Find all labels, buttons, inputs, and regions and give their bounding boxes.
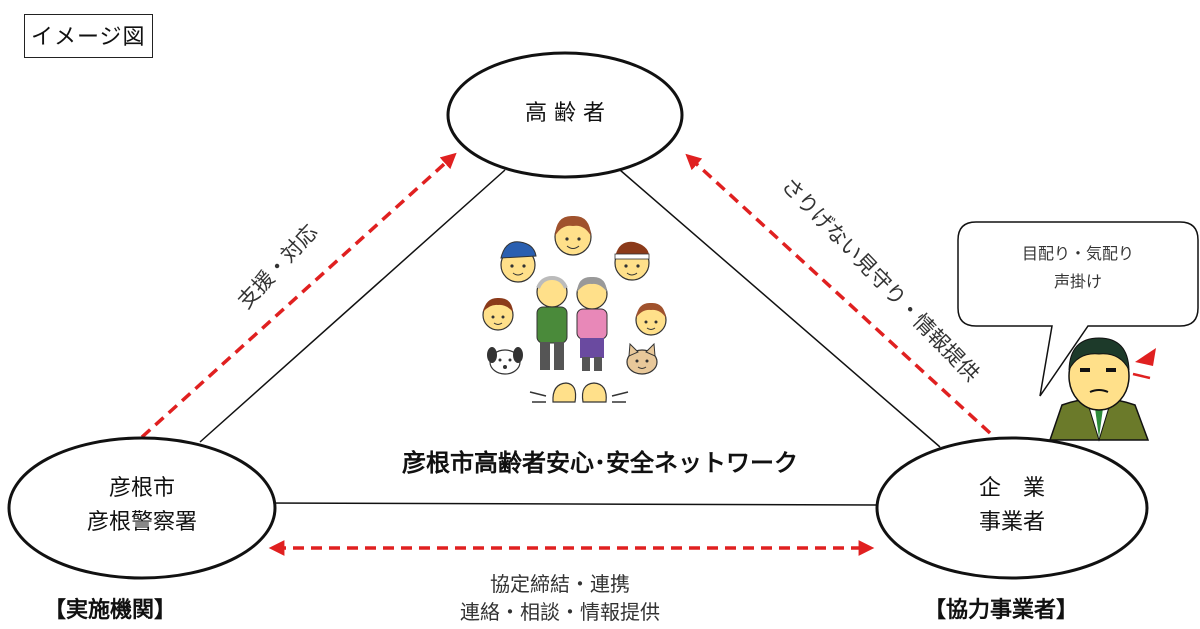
business-label-line1: 企 業	[978, 476, 1045, 501]
agreement-label: 協定締結・連携 連絡・相談・情報提供	[380, 570, 740, 626]
diagram-title: イメージ図	[24, 14, 153, 58]
speech-bubble-text: 目配り・気配り 声掛け	[960, 240, 1196, 296]
agreement-label-line1: 協定締結・連携	[490, 572, 630, 596]
business-role-label: 【協力事業者】	[924, 598, 1079, 623]
agreement-label-line2: 連絡・相談・情報提供	[460, 600, 660, 624]
woman-icon	[554, 215, 592, 256]
business-node	[875, 436, 1149, 580]
boy-with-cap-icon	[500, 241, 537, 283]
community-illustration	[482, 215, 667, 403]
elderly-node	[446, 51, 684, 179]
city-label: 彦根市 彦根警察署	[42, 472, 242, 540]
elderly-man-icon	[536, 275, 568, 370]
dog-icon	[487, 347, 523, 375]
business-label: 企 業 事業者	[912, 472, 1112, 540]
elderly-label: 高 齢 者	[525, 101, 605, 126]
city-role-label: 【実施機関】	[44, 598, 177, 623]
city-label-line1: 彦根市	[108, 476, 175, 501]
clapping-hands-icon	[529, 382, 629, 403]
city-node	[7, 436, 277, 580]
city-label-line2: 彦根警察署	[86, 510, 197, 535]
network-name: 彦根市高齢者安心･安全ネットワーク	[402, 449, 798, 477]
elderly-woman-icon	[576, 276, 608, 371]
kid-left-icon	[482, 297, 514, 331]
speech-bubble-line2: 声掛け	[1053, 272, 1102, 291]
edge-elderly-business	[619, 169, 941, 448]
businessman-figure-icon	[1048, 337, 1156, 442]
girl-right-icon	[635, 302, 667, 336]
man-with-headband-icon	[614, 241, 650, 281]
support-arrow	[140, 152, 457, 439]
business-label-line2: 事業者	[978, 510, 1045, 535]
edge-elderly-city	[199, 169, 506, 443]
speech-bubble	[957, 221, 1199, 397]
watch-arrow	[685, 153, 992, 435]
speech-bubble-line1: 目配り・気配り	[1021, 244, 1134, 263]
cat-icon	[626, 342, 658, 375]
edge-city-business	[261, 502, 879, 506]
